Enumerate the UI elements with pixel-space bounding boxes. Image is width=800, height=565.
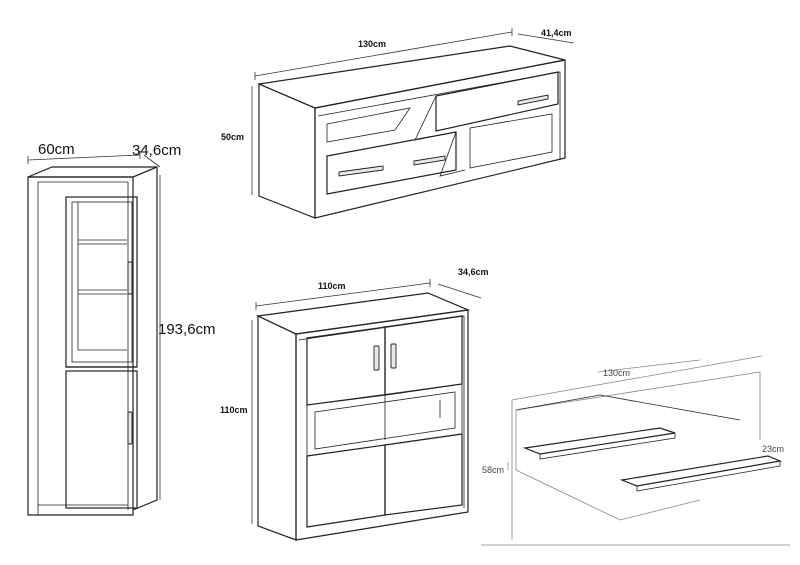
tv-upper-handle[interactable] (517, 94, 549, 106)
commode-width-label: 110cm (318, 281, 346, 291)
tv-upper-drawer[interactable] (435, 71, 559, 132)
tv-height-label: 50cm (221, 132, 244, 142)
tv-width-label: 130cm (358, 39, 386, 49)
shelves-width-label: 130cm (603, 368, 630, 378)
shelves-height-label: 58cm (482, 465, 504, 475)
tv-depth-label: 41,4cm (541, 28, 572, 38)
glass-door[interactable] (65, 196, 138, 368)
commode-upper-left-door[interactable] (306, 326, 386, 406)
tv-lower-handle-right[interactable] (413, 155, 446, 166)
shelves-depth-label: 23cm (762, 444, 784, 454)
commode-depth-label: 34,6cm (458, 267, 489, 277)
vitrine-height-label: 193,6cm (158, 321, 216, 338)
lower-door[interactable] (65, 370, 138, 509)
commode-lower-right-door[interactable] (384, 433, 463, 516)
wall-shelves: 130cm 23cm 58cm (481, 355, 790, 546)
commode-lower-left-door[interactable] (306, 444, 386, 528)
vitrine-width-label: 60cm (38, 141, 75, 158)
tv-lower-drawer[interactable] (326, 131, 457, 195)
upper-shelf (522, 427, 676, 455)
lower-handle[interactable] (127, 411, 133, 445)
tv-lower-handle-left[interactable] (338, 165, 384, 177)
lower-shelf (619, 455, 783, 487)
commode-height-label: 110cm (220, 405, 248, 415)
commode-cabinet: 110cm 34,6cm 110cm (220, 267, 489, 541)
tv-unit: 130cm 41,4cm 50cm (221, 28, 575, 219)
commode-right-handle[interactable] (390, 343, 397, 369)
vitrine-cabinet: 60cm 34,6cm 193,6cm (27, 141, 216, 516)
upper-handle[interactable] (127, 261, 133, 295)
commode-left-handle[interactable] (373, 345, 380, 371)
commode-upper-right-door[interactable] (384, 315, 463, 396)
vitrine-depth-label: 34,6cm (132, 142, 181, 159)
